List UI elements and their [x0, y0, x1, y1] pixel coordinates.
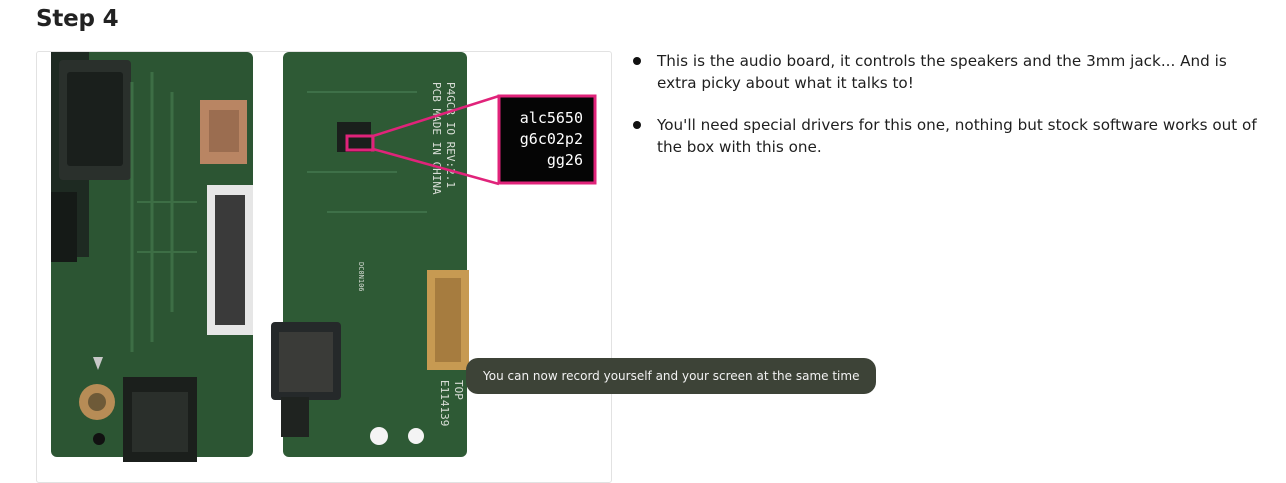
board-silkscreen-1: P4GCR IO REV:2.1	[444, 82, 457, 188]
notification-toast[interactable]: You can now record yourself and your scr…	[466, 358, 877, 394]
board-mark-code: E114139	[438, 380, 451, 426]
board-mark-top: TOP	[452, 380, 465, 400]
bullet-dot	[633, 57, 641, 65]
connector-label: DC0N106	[357, 262, 365, 292]
bullet-dot	[633, 121, 641, 129]
board-silkscreen-2: PCB MADE IN CHINA	[430, 82, 443, 195]
bullet-item: You'll need special drivers for this one…	[632, 114, 1262, 158]
callout-lines	[372, 94, 500, 186]
step-title: Step 4	[36, 6, 119, 32]
step-bullets: This is the audio board, it controls the…	[632, 50, 1262, 178]
bullet-text: You'll need special drivers for this one…	[657, 116, 1257, 156]
bullet-item: This is the audio board, it controls the…	[632, 50, 1262, 94]
bullet-text: This is the audio board, it controls the…	[657, 52, 1227, 92]
chip-line-2: g6c02p2	[520, 130, 583, 148]
chip-callout: alc5650 g6c02p2 gg26	[497, 94, 597, 185]
audio-board-photo: P4GCR IO REV:2.1 PCB MADE IN CHINA TOP E…	[51, 52, 597, 462]
left-board	[51, 52, 253, 462]
step-image[interactable]: P4GCR IO REV:2.1 PCB MADE IN CHINA TOP E…	[36, 51, 612, 483]
right-board: P4GCR IO REV:2.1 PCB MADE IN CHINA TOP E…	[271, 52, 469, 457]
chip-line-3: gg26	[547, 151, 583, 169]
chip-line-1: alc5650	[520, 109, 583, 127]
